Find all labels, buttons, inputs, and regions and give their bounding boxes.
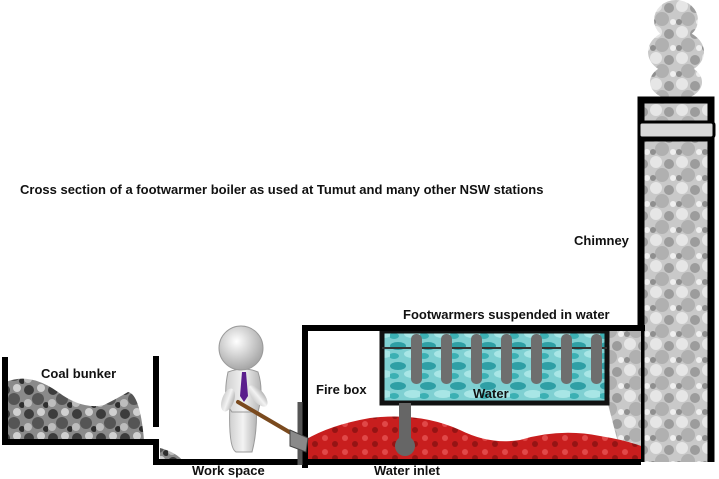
water-label: Water: [473, 386, 509, 401]
worker-figure: [218, 325, 309, 453]
water-inlet-pipe: [395, 403, 415, 456]
smoke-cloud: [648, 0, 704, 100]
chimney-label: Chimney: [574, 233, 629, 248]
fire-box-label: Fire box: [316, 382, 367, 397]
footwarmer: [501, 334, 512, 384]
footwarmer: [471, 334, 482, 384]
diagram-title: Cross section of a footwarmer boiler as …: [20, 182, 544, 197]
tie: [240, 372, 248, 402]
footwarmer: [411, 334, 422, 384]
footwarmer: [591, 334, 602, 384]
footwarmers-label: Footwarmers suspended in water: [403, 307, 610, 322]
shovel-blade: [289, 429, 309, 453]
shovel-handle: [236, 400, 298, 438]
footwarmers: [411, 334, 602, 384]
work-space-label: Work space: [192, 463, 265, 478]
fire-bed: [305, 416, 641, 462]
footwarmer: [561, 334, 572, 384]
flue-smoke: [607, 330, 641, 450]
footwarmer: [531, 334, 542, 384]
water-inlet-label: Water inlet: [374, 463, 440, 478]
coal-heap: [6, 378, 184, 462]
boiler-structure: [2, 325, 645, 468]
chimney: [637, 96, 716, 462]
footwarmer: [441, 334, 452, 384]
coal-bunker-label: Coal bunker: [41, 366, 117, 381]
